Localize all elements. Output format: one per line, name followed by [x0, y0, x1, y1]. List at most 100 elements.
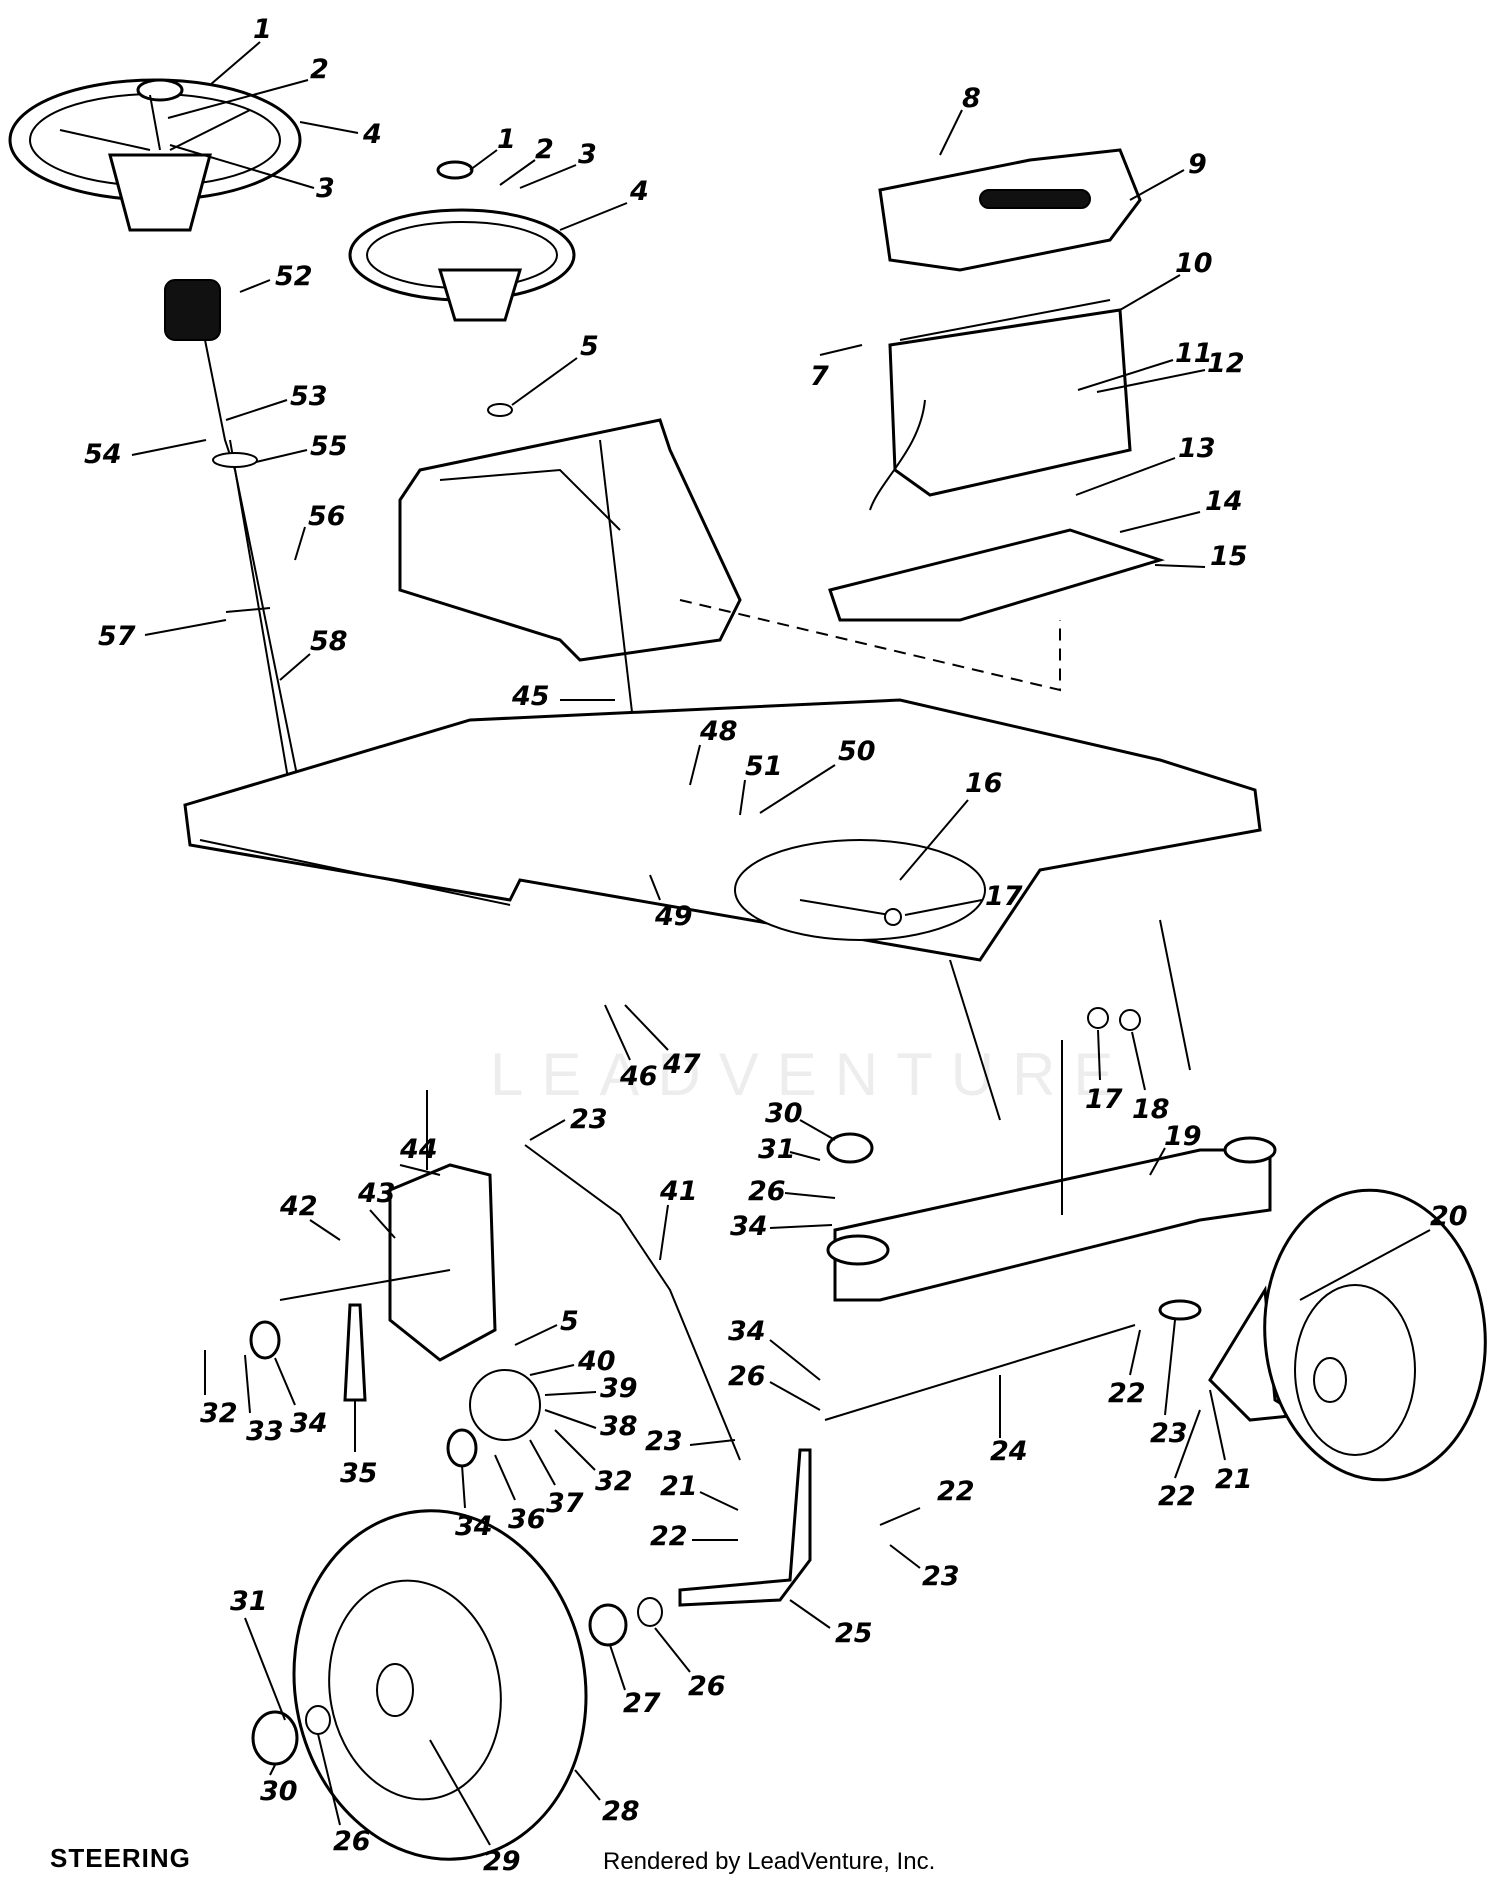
callout-52: 52 — [275, 261, 313, 292]
callout-4a: 4 — [362, 119, 382, 150]
pivot-shaft — [279, 1269, 451, 1301]
sector-gear — [469, 1369, 541, 1441]
callout-7: 7 — [810, 361, 829, 392]
callout-34a: 34 — [730, 1211, 768, 1242]
wheel-bushing — [588, 1603, 628, 1647]
callout-25: 25 — [835, 1618, 873, 1649]
callout-21b: 21 — [1215, 1464, 1253, 1495]
callout-14: 14 — [1205, 486, 1243, 517]
axle-nut — [1119, 1009, 1141, 1031]
callout-24: 24 — [990, 1436, 1028, 1467]
callout-41: 41 — [659, 1176, 698, 1207]
battery-tray — [828, 528, 1165, 622]
callout-26a: 26 — [748, 1176, 786, 1207]
callout-20: 20 — [1430, 1201, 1468, 1232]
callout-9: 9 — [1188, 149, 1207, 180]
callout-22c: 22 — [1108, 1378, 1146, 1409]
section-title: STEERING — [50, 1843, 191, 1873]
callout-34b: 34 — [290, 1408, 328, 1439]
callout-49: 49 — [654, 901, 693, 932]
callout-27: 27 — [623, 1688, 661, 1719]
column-boot — [164, 279, 221, 341]
callout-53: 53 — [290, 381, 328, 412]
steering-arm — [343, 1303, 367, 1402]
callout-54: 54 — [84, 439, 122, 470]
watermark: LEADVENTURE — [490, 1041, 1132, 1108]
callout-30b: 30 — [260, 1776, 298, 1807]
callout-50: 50 — [838, 736, 876, 767]
wheel-washer — [305, 1705, 331, 1735]
callout-2b: 2 — [535, 134, 554, 165]
tie-rod — [824, 1324, 1136, 1421]
callout-23a: 23 — [570, 1104, 608, 1135]
callout-22b: 22 — [937, 1476, 975, 1507]
callout-13: 13 — [1178, 433, 1216, 464]
callout-26c: 26 — [333, 1826, 371, 1857]
callout-17a: 17 — [985, 881, 1023, 912]
callout-33: 33 — [246, 1416, 284, 1447]
callout-46: 46 — [619, 1061, 658, 1092]
right-front-wheel — [1263, 1188, 1487, 1482]
callout-29: 29 — [483, 1846, 521, 1877]
callout-2a: 2 — [310, 54, 329, 85]
battery-mount-line — [679, 599, 1061, 692]
callout-34d: 34 — [728, 1316, 766, 1347]
callout-26b: 26 — [728, 1361, 766, 1392]
callout-10: 10 — [1175, 248, 1213, 279]
hub-cap — [251, 1710, 299, 1766]
callout-34c: 34 — [455, 1511, 493, 1542]
callout-56: 56 — [308, 501, 346, 532]
bushing-lower — [446, 1428, 478, 1468]
spindle-left — [678, 1448, 812, 1607]
steering-shaft — [204, 339, 301, 791]
callout-31a: 31 — [758, 1134, 796, 1165]
callout-17b: 17 — [1085, 1084, 1123, 1115]
callout-18: 18 — [1132, 1094, 1170, 1125]
battery-cover — [878, 148, 1142, 272]
callout-1a: 1 — [253, 14, 272, 45]
callout-3a: 3 — [316, 173, 335, 204]
steering-wheel-small — [348, 160, 576, 417]
callout-15: 15 — [1210, 541, 1248, 572]
callout-32a: 32 — [200, 1398, 238, 1429]
steering-bracket — [388, 1090, 497, 1362]
render-credit: Rendered by LeadVenture, Inc. — [603, 1848, 936, 1875]
tractor-frame — [183, 698, 1262, 1121]
callout-5b: 5 — [560, 1306, 579, 1337]
frame-washer — [884, 908, 902, 926]
callout-40: 40 — [577, 1346, 616, 1377]
callout-28: 28 — [602, 1796, 640, 1827]
left-front-wheel — [292, 1509, 588, 1861]
callout-51: 51 — [745, 751, 783, 782]
callout-1b: 1 — [497, 124, 516, 155]
callout-37: 37 — [546, 1488, 584, 1519]
callout-16: 16 — [965, 768, 1003, 799]
callout-44: 44 — [399, 1134, 438, 1165]
callout-42: 42 — [279, 1191, 318, 1222]
dash-pedestal — [398, 418, 742, 781]
callout-3b: 3 — [578, 139, 597, 170]
battery — [869, 299, 1132, 511]
callout-57: 57 — [98, 621, 136, 652]
callout-32b: 32 — [595, 1466, 633, 1497]
callout-19: 19 — [1164, 1121, 1202, 1152]
callout-35: 35 — [340, 1458, 378, 1489]
callout-23c: 23 — [922, 1561, 960, 1592]
callout-11: 11 — [1175, 338, 1213, 369]
callout-22a: 22 — [650, 1521, 688, 1552]
callout-labels: 1 2 3 4 52 53 54 55 56 57 58 1 2 3 4 5 8… — [84, 14, 1468, 1877]
callout-23d: 23 — [1150, 1418, 1188, 1449]
callout-4b: 4 — [629, 176, 649, 207]
callout-26d: 26 — [688, 1671, 726, 1702]
callout-58: 58 — [310, 626, 348, 657]
callout-47: 47 — [662, 1049, 701, 1080]
callout-55: 55 — [310, 431, 348, 462]
callout-48: 48 — [699, 716, 738, 747]
spacer-left — [249, 1320, 281, 1360]
callout-36: 36 — [508, 1504, 546, 1535]
drag-link — [524, 1144, 741, 1461]
callout-8: 8 — [962, 83, 981, 114]
callout-30a: 30 — [765, 1098, 803, 1129]
flat-washer — [637, 1597, 663, 1627]
